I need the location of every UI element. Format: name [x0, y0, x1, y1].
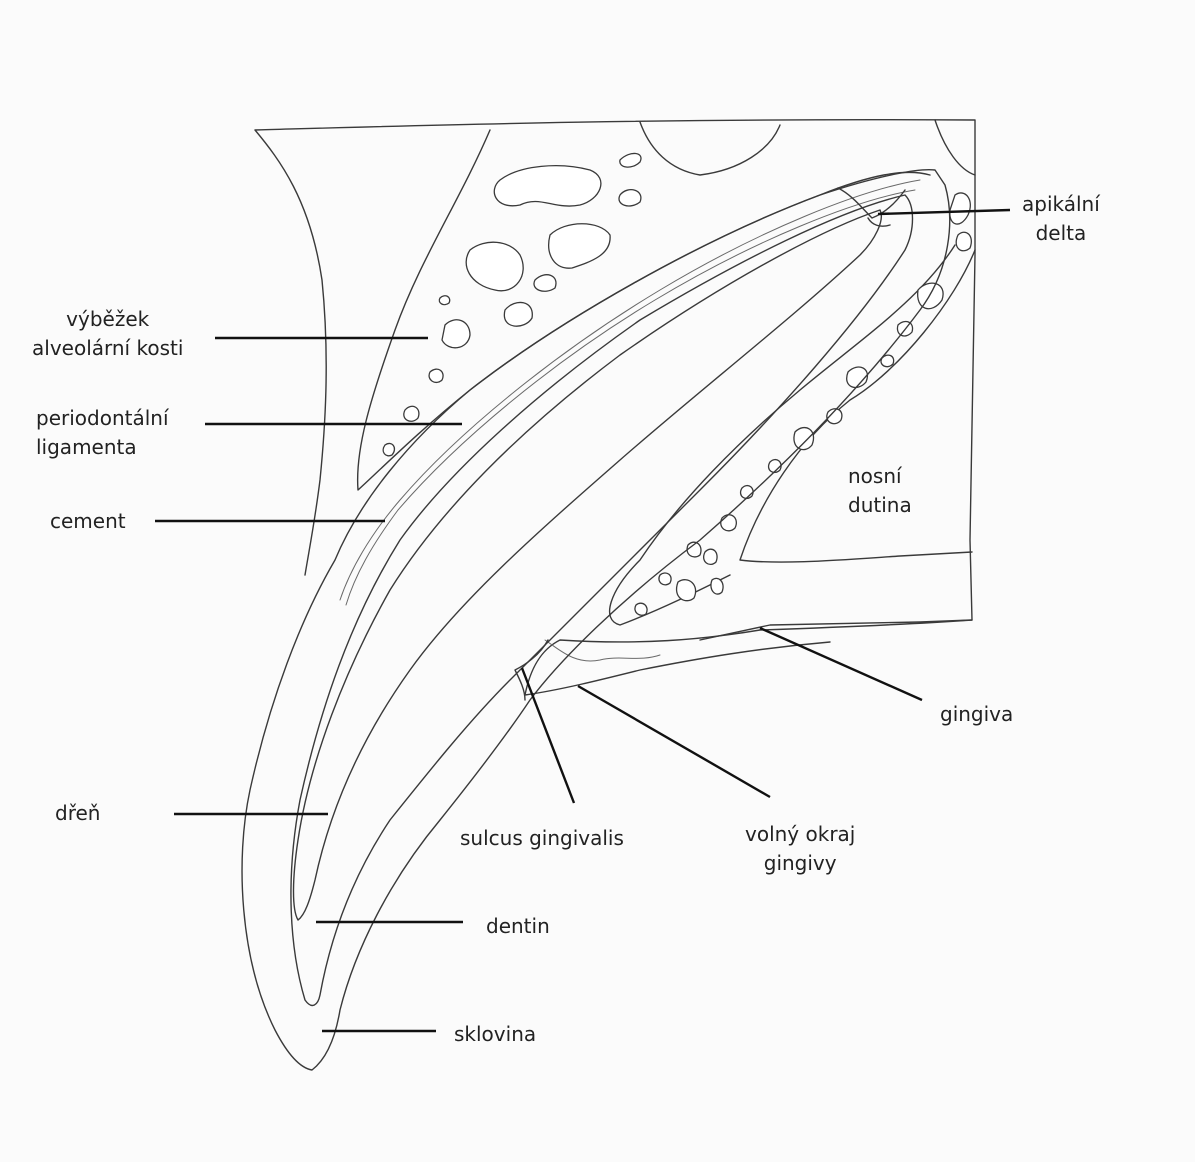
alveolar-bone-lower: [610, 245, 955, 625]
leader-apikalni-delta: [878, 210, 1010, 214]
label-dentin: dentin: [486, 912, 550, 941]
label-nosni-dutina: nosní dutina: [848, 462, 912, 520]
label-apikalni-delta: apikální delta: [1022, 190, 1100, 248]
pulp-outline: [294, 210, 882, 920]
label-gingiva: gingiva: [940, 700, 1013, 729]
alveolar-bone-upper: [358, 130, 930, 490]
label-periodontalni-ligamenta: periodontální ligamenta: [36, 404, 169, 462]
label-vybezek-alveolarni-kosti: výběžek alveolární kosti: [32, 305, 183, 363]
label-sklovina: sklovina: [454, 1020, 536, 1049]
label-sulcus-gingivalis: sulcus gingivalis: [460, 824, 624, 853]
label-dren: dřeň: [55, 799, 100, 828]
bone-pores: [383, 153, 971, 615]
tooth-outer-outline: [242, 170, 950, 1070]
leader-volny-okraj-gingivy: [578, 686, 770, 797]
label-cement: cement: [50, 507, 126, 536]
leader-gingiva: [760, 628, 922, 700]
label-volny-okraj-gingivy: volný okraj gingivy: [745, 820, 855, 878]
leader-sulcus-gingivalis: [522, 668, 574, 803]
leader-lines: [155, 210, 1010, 1031]
cement-line: [346, 190, 915, 605]
